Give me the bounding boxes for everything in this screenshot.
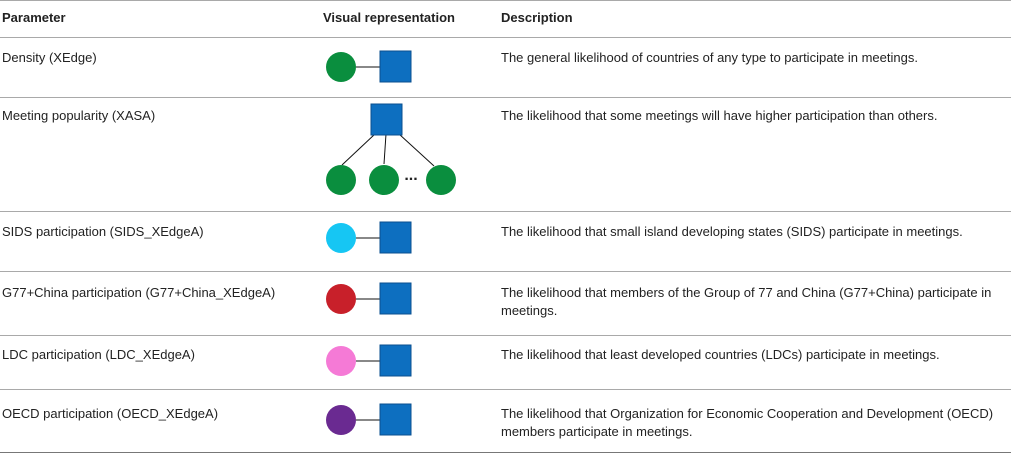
meeting-node-square [379,344,412,377]
row-rule [0,335,1011,336]
density-glyph [326,50,412,83]
row-rule [0,211,1011,212]
header-parameter: Parameter [2,10,66,25]
description-ldc: The likelihood that least developed coun… [501,347,940,362]
parameter-sids: SIDS participation (SIDS_XEdgeA) [2,224,204,239]
meeting-node-square [379,50,412,83]
table-top-rule [0,0,1011,1]
connector-line [398,133,435,167]
country-node-green [426,165,456,195]
oecd-glyph [326,403,412,436]
meeting-popularity-glyph: ... [326,103,456,195]
country-node-red [326,284,356,314]
parameter-oecd: OECD participation (OECD_XEdgeA) [2,406,219,421]
description-oecd: The likelihood that Organization for Eco… [501,406,994,439]
meeting-node-square [379,282,412,315]
parameter-ldc: LDC participation (LDC_XEdgeA) [2,347,195,362]
description-g77-china: The likelihood that members of the Group… [501,285,992,318]
sids-glyph [326,221,412,254]
description-density: The general likelihood of countries of a… [501,50,918,65]
meeting-node-square [370,103,403,136]
country-node-green [369,165,399,195]
parameter-meeting-popularity: Meeting popularity (XASA) [2,108,156,123]
header-description: Description [501,10,573,25]
country-node-cyan [326,223,356,253]
g77-china-glyph [326,282,412,315]
row-rule [0,389,1011,390]
connector-line [383,133,387,165]
connector-line [341,133,376,166]
header-rule [0,37,1011,38]
country-node-green [326,165,356,195]
ellipsis-label: ... [404,167,417,184]
description-meeting-popularity: The likelihood that some meetings will h… [501,108,938,123]
parameter-density: Density (XEdge) [2,50,97,65]
header-visual-representation: Visual representation [323,10,455,25]
meeting-node-square [379,221,412,254]
meeting-node-square [379,403,412,436]
country-node-green [326,52,356,82]
row-rule [0,97,1011,98]
ldc-glyph [326,344,412,377]
country-node-purple [326,405,356,435]
parameter-g77-china: G77+China participation (G77+China_XEdge… [2,285,276,300]
row-rule [0,271,1011,272]
country-node-pink [326,346,356,376]
description-sids: The likelihood that small island develop… [501,224,963,239]
